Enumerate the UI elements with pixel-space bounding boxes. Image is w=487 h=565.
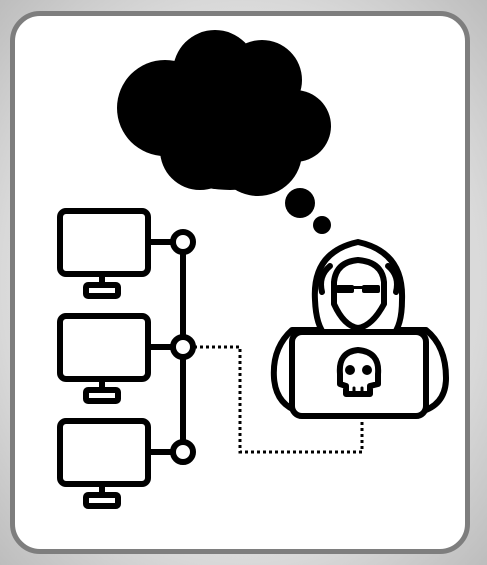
thought-cloud-icon: [117, 30, 331, 234]
hooded-hacker-icon: [270, 239, 449, 419]
thought-bubble-large: [285, 188, 315, 218]
computer-monitor-icon: [57, 208, 151, 299]
computer-monitor-icon: [57, 418, 151, 509]
computer-monitor-icon: [57, 313, 151, 404]
network-bus-icon: [147, 229, 196, 465]
skull-icon: [336, 347, 382, 397]
dotted-connection-icon: [194, 345, 364, 454]
sunglasses-icon: [336, 285, 380, 293]
illustration-card: [10, 11, 470, 554]
thought-bubble-small: [313, 216, 331, 234]
hacker-network-illustration: [57, 30, 449, 509]
